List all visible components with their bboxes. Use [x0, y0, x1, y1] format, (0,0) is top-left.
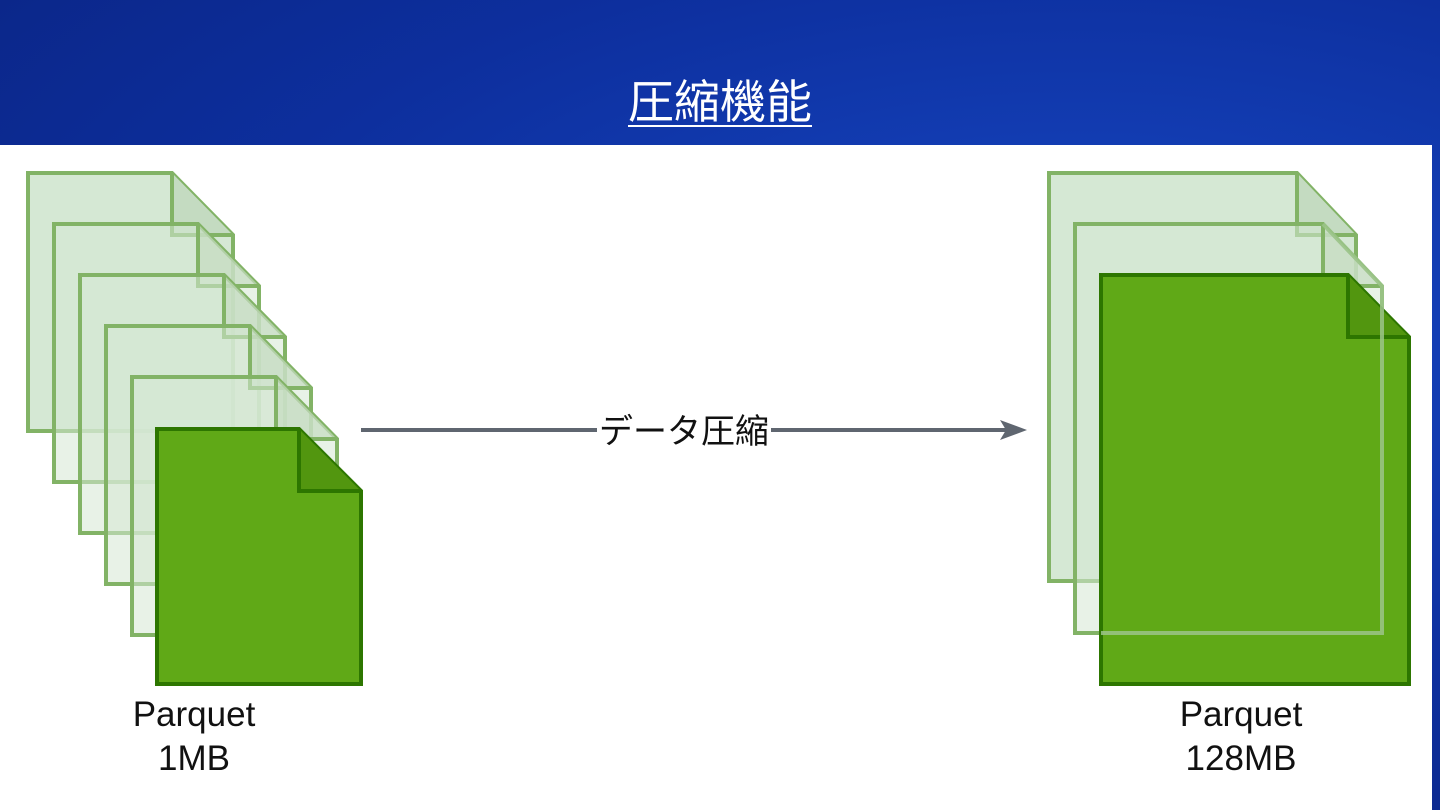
diagram-canvas: データ圧縮 Parquet 1MB Parquet 128MB [0, 145, 1432, 810]
source-file-name: Parquet [132, 695, 256, 734]
source-file-label: Parquet 1MB [84, 693, 304, 781]
file-icon-active [1099, 273, 1411, 686]
target-file-label: Parquet 128MB [1131, 693, 1351, 781]
target-file-size: 128MB [1185, 739, 1297, 778]
source-file-size: 1MB [158, 739, 230, 778]
edge-label: データ圧縮 [597, 407, 771, 457]
file-icon-active [155, 427, 363, 686]
source-file-stack [26, 171, 363, 686]
target-file-stack [1047, 171, 1411, 686]
file-outline-overlay [1101, 222, 1384, 635]
slide-title: 圧縮機能 [628, 75, 812, 129]
target-file-name: Parquet [1179, 695, 1303, 734]
diagram-svg [26, 171, 1411, 686]
